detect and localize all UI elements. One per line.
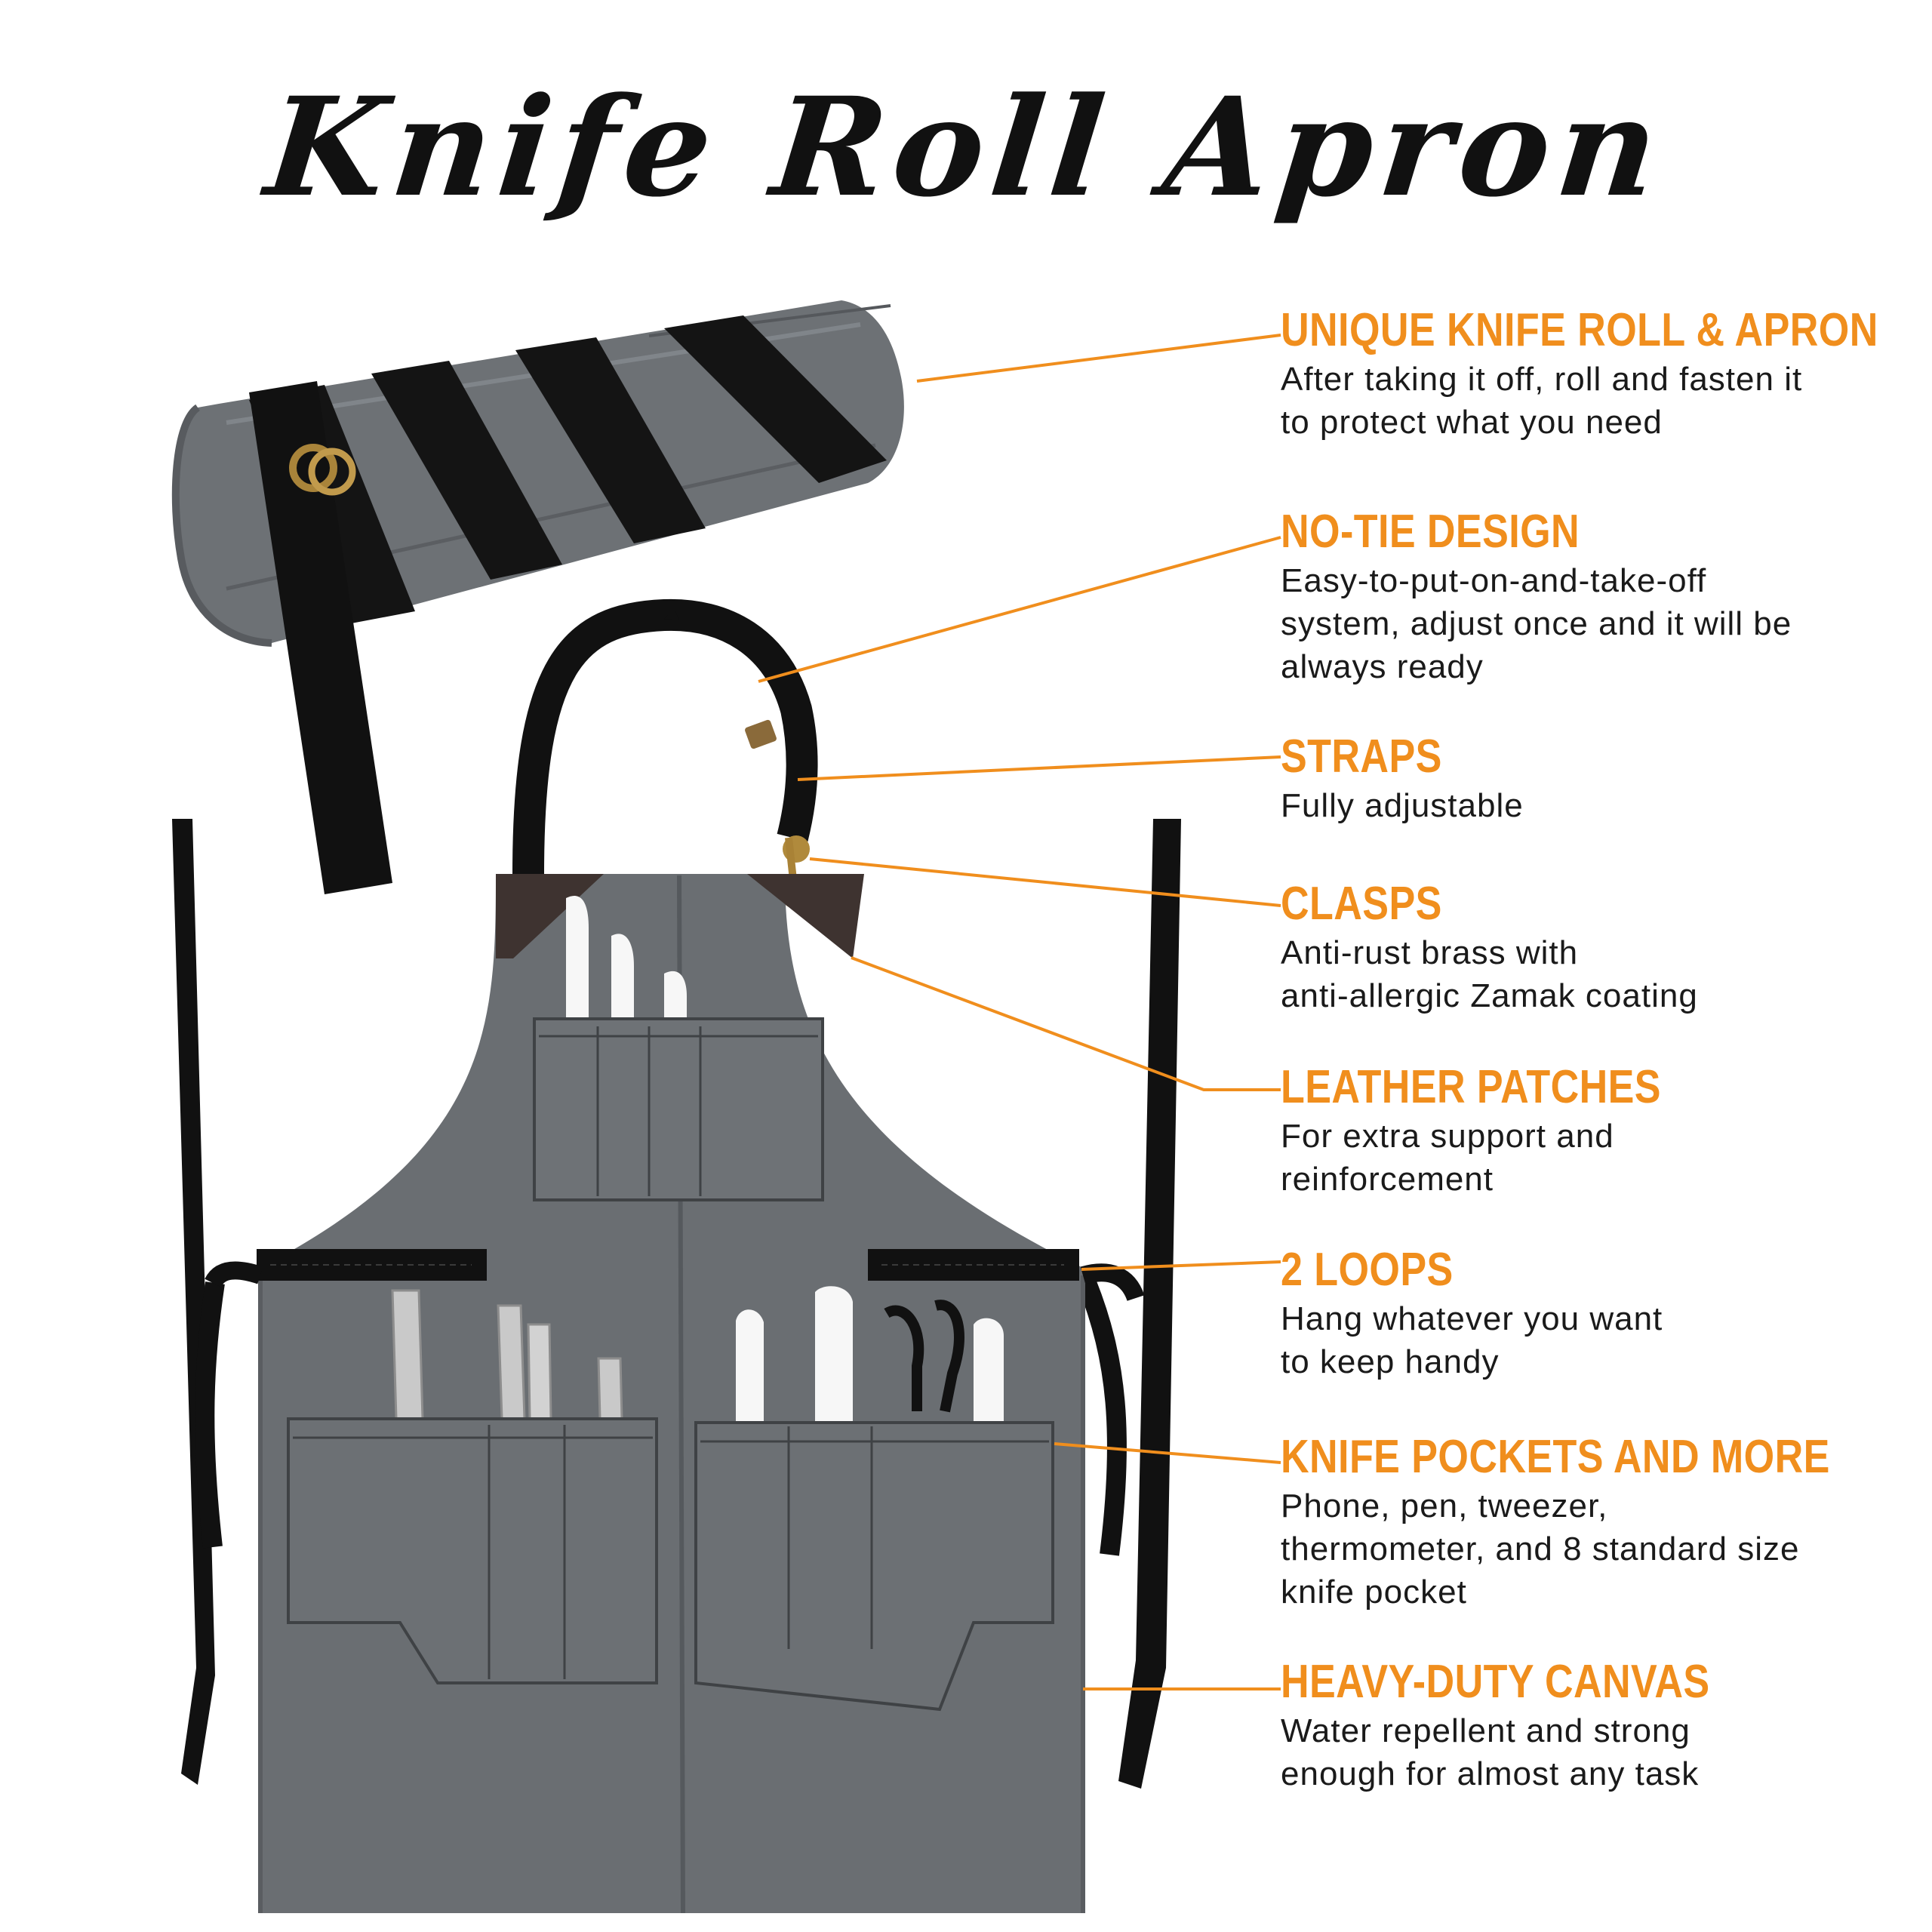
- feature-description-line: thermometer, and 8 standard size: [1281, 1531, 1800, 1568]
- callout-line-leather: [851, 956, 1281, 1091]
- feature-description-line: anti-allergic Zamak coating: [1281, 977, 1698, 1015]
- feature-description-line: Hang whatever you want: [1281, 1300, 1663, 1338]
- feature-heading: STRAPS: [1281, 731, 1442, 783]
- feature-description-line: Water repellent and strong: [1281, 1712, 1690, 1750]
- feature-loops: 2 LOOPS Hang whatever you want to keep han…: [1281, 1245, 1884, 1383]
- feature-heading: NO-TIE DESIGN: [1281, 506, 1580, 558]
- callout-lines: [758, 334, 1281, 1690]
- feature-clasps: CLASPS Anti-rust brass with anti-allergic …: [1281, 879, 1884, 1017]
- feature-heading: HEAVY-DUTY CANVAS: [1281, 1656, 1710, 1708]
- callout-line-knife-roll: [916, 334, 1281, 383]
- feature-heading: 2 LOOPS: [1281, 1244, 1454, 1296]
- feature-description-line: Easy-to-put-on-and-take-off: [1281, 562, 1707, 600]
- feature-description: For extra support and reinforcement: [1281, 1115, 1884, 1201]
- feature-straps: STRAPS Fully adjustable: [1281, 732, 1884, 827]
- feature-description-line: After taking it off, roll and fasten it: [1281, 361, 1803, 398]
- feature-heading: KNIFE POCKETS AND MORE: [1281, 1431, 1830, 1483]
- knife-roll-image: [171, 300, 904, 894]
- feature-description-line: always ready: [1281, 648, 1484, 686]
- callout-line-no-tie: [758, 536, 1281, 683]
- feature-description: After taking it off, roll and fasten it t…: [1281, 358, 1884, 444]
- feature-description: Water repellent and strong enough for alm…: [1281, 1709, 1884, 1795]
- feature-description: Easy-to-put-on-and-take-off system, adjus…: [1281, 559, 1884, 688]
- feature-description-line: to protect what you need: [1281, 404, 1663, 441]
- callout-line-clasps: [809, 857, 1281, 907]
- feature-heading: LEATHER PATCHES: [1281, 1061, 1661, 1113]
- feature-description-line: Phone, pen, tweezer,: [1281, 1487, 1608, 1525]
- feature-description-line: Fully adjustable: [1281, 787, 1524, 825]
- callout-line-loops: [1081, 1260, 1281, 1271]
- feature-description: Phone, pen, tweezer, thermometer, and 8 s…: [1281, 1484, 1884, 1614]
- feature-description-line: knife pocket: [1281, 1574, 1467, 1611]
- feature-description-line: For extra support and: [1281, 1118, 1614, 1155]
- callout-line-pockets: [1054, 1442, 1281, 1464]
- feature-description-line: to keep handy: [1281, 1343, 1500, 1381]
- feature-description-line: Anti-rust brass with: [1281, 934, 1579, 972]
- feature-description-line: reinforcement: [1281, 1161, 1494, 1198]
- callout-line-straps: [797, 755, 1281, 781]
- feature-description: Anti-rust brass with anti-allergic Zamak …: [1281, 931, 1884, 1017]
- feature-leather-patches: LEATHER PATCHES For extra support and rein…: [1281, 1063, 1884, 1201]
- feature-description-line: enough for almost any task: [1281, 1755, 1700, 1793]
- apron-image: [151, 598, 1181, 1914]
- feature-description: Hang whatever you want to keep handy: [1281, 1297, 1884, 1383]
- feature-heading: UNIQUE KNIFE ROLL & APRON: [1281, 304, 1878, 356]
- feature-description: Fully adjustable: [1281, 784, 1884, 827]
- feature-description-line: system, adjust once and it will be: [1281, 605, 1792, 643]
- feature-heading: CLASPS: [1281, 878, 1442, 930]
